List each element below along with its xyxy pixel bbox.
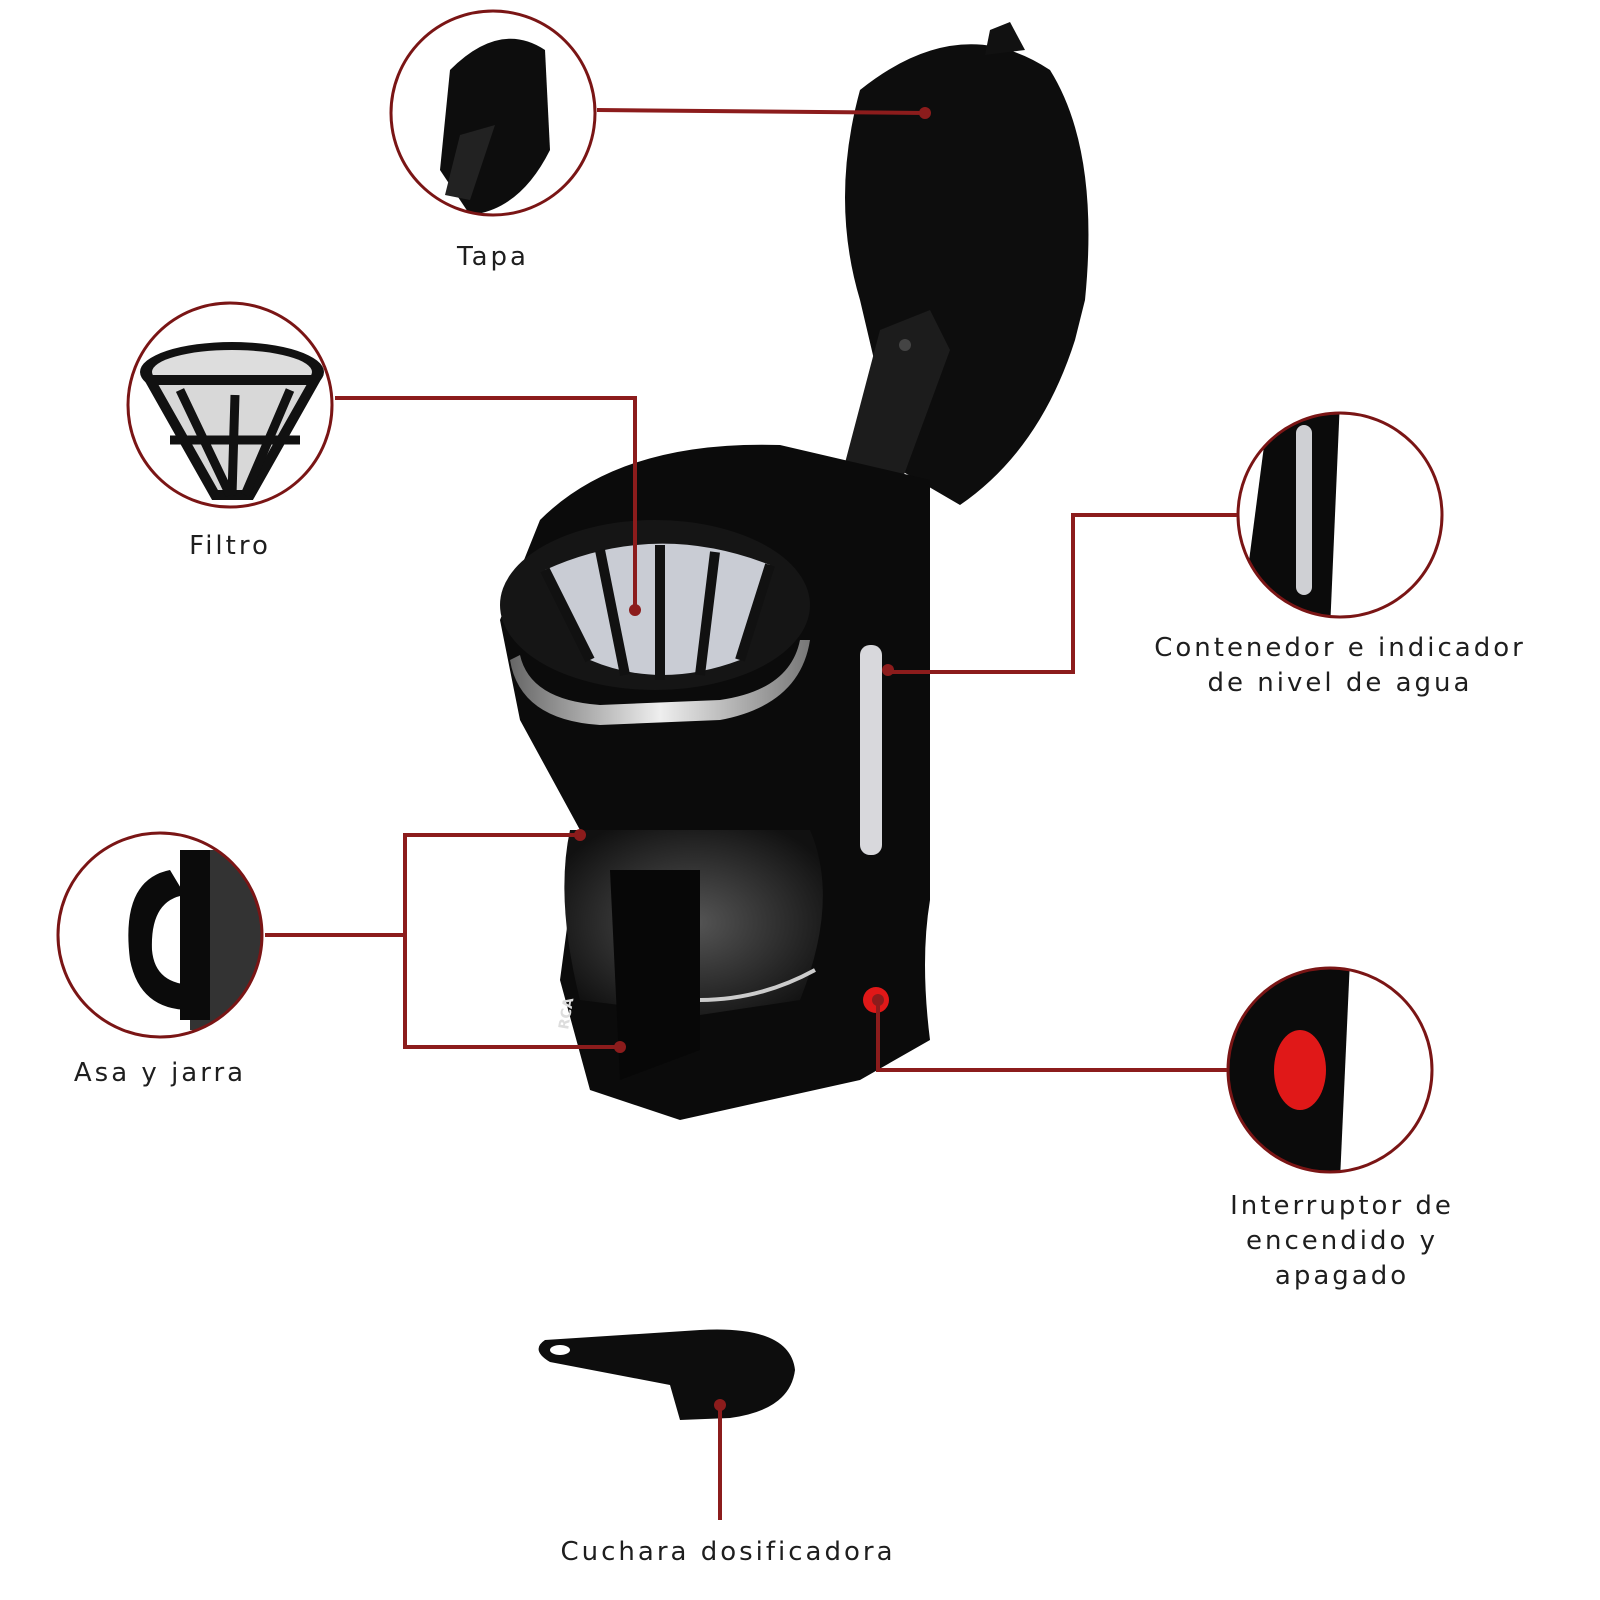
water-level-window — [860, 645, 882, 855]
callout-lines — [265, 108, 1237, 1520]
label-interruptor-line3: apagado — [1274, 1261, 1410, 1291]
coffee-maker: RCA — [500, 22, 1089, 1120]
label-tapa: Tapa — [457, 242, 529, 272]
label-asa: Asa y jarra — [73, 1058, 247, 1088]
label-filtro: Filtro — [189, 531, 271, 561]
callout-interruptor — [876, 1000, 1227, 1072]
label-contenedor-line1: Contenedor e indicador — [1154, 633, 1526, 663]
detail-circle-interruptor — [1226, 966, 1434, 1174]
label-contenedor-line2: de nivel de agua — [1207, 668, 1473, 698]
detail-circle-contenedor — [1236, 411, 1444, 619]
callout-filtro — [335, 396, 637, 610]
steel-band — [510, 640, 810, 725]
detail-circle-filtro — [126, 301, 334, 509]
brand-logo: RCA — [556, 996, 577, 1030]
detail-circle-tapa — [389, 9, 597, 217]
label-interruptor-line1: Interruptor de — [1230, 1191, 1454, 1221]
callout-dots — [574, 107, 931, 1411]
label-contenedor: Contenedor e indicador de nivel de agua — [1154, 631, 1526, 701]
detail-circle-asa — [56, 831, 264, 1039]
label-interruptor-line2: encendido y — [1245, 1226, 1439, 1256]
callout-contenedor — [888, 513, 1237, 674]
callout-asa-bracket — [403, 833, 620, 1049]
callout-tapa — [596, 108, 926, 115]
measuring-spoon — [538, 1329, 795, 1420]
label-cuchara: Cuchara dosificadora — [560, 1537, 896, 1567]
label-interruptor: Interruptor de encendido y apagado — [1230, 1189, 1454, 1294]
